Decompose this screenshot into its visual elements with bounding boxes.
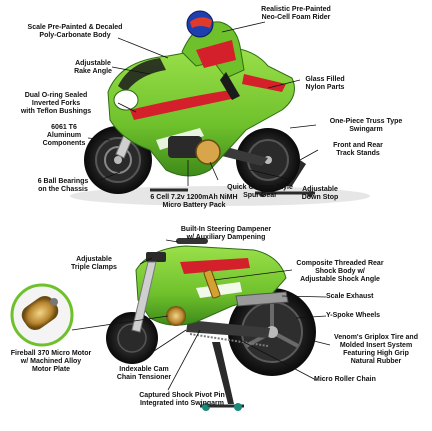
label-roller-chain: Micro Roller Chain (314, 376, 376, 383)
label-spur-gear: Quick Change Style Spur Gear (227, 184, 293, 199)
label-shock-pin: Captured Shock Pivot Pin Integrated into… (139, 392, 225, 407)
red-stripe (130, 90, 236, 120)
motor-inset (10, 283, 74, 347)
label-yspoke: Y-Spoke Wheels (326, 312, 381, 319)
label-forks: Dual O-ring Sealed Inverted Forks with T… (20, 92, 92, 115)
rear-shock (203, 269, 221, 299)
front-forks-bottom (131, 261, 157, 333)
swingarm-bottom (186, 320, 270, 338)
label-rear-shock: Composite Threaded Rear Shock Body w/ Ad… (296, 260, 384, 283)
label-down-stop: Adjustable Down Stop (301, 186, 339, 201)
motor-body (166, 306, 186, 326)
leader-lines (71, 21, 331, 391)
scale-exhaust (235, 291, 289, 307)
label-tires: Venom's Griplox Tire and Molded Insert S… (333, 334, 418, 365)
label-swingarm: One-Piece Truss Type Swingarm (329, 118, 403, 133)
label-battery: 6 Cell 7.2v 1200mAh NiMH Micro Battery P… (150, 194, 238, 209)
windscreen (118, 58, 166, 92)
label-steering-damper: Built-In Steering Dampener w/ Auxiliary … (180, 226, 272, 241)
top-motorcycle (70, 10, 370, 206)
label-rake: Adjustable Rake Angle (74, 60, 112, 75)
battery-pack (168, 136, 202, 158)
label-bearings: 6 Ball Bearings on the Chassis (37, 178, 89, 193)
rear-track-stand-bottom (200, 342, 244, 411)
red-stripe-bottom (180, 258, 250, 274)
label-track-stands: Front and Rear Track Stands (333, 142, 383, 157)
label-rider: Realistic Pre-Painted Neo-Cell Foam Ride… (261, 6, 331, 21)
steering-damper (176, 238, 208, 244)
foam-rider (181, 10, 245, 100)
triple-clamps (146, 252, 166, 262)
label-motor: Fireball 370 Micro Motor w/ Machined All… (10, 350, 92, 373)
label-aluminum: 6061 T6 Aluminum Components (42, 124, 86, 147)
label-triple-clamps: Adjustable Triple Clamps (71, 256, 117, 271)
roller-chain (189, 333, 269, 347)
bottom-motorcycle (106, 238, 316, 411)
front-wheel-bottom (106, 312, 158, 364)
rear-wheel (236, 128, 300, 192)
label-cam-tensioner: Indexable Cam Chain Tensioner (116, 366, 172, 381)
ground-shadow (70, 186, 370, 206)
label-scale-body: Scale Pre-Painted & Decaled Poly-Carbona… (27, 24, 123, 39)
label-glass-filled: Glass Filled Nylon Parts (305, 76, 345, 91)
label-exhaust: Scale Exhaust (326, 293, 374, 300)
rear-wheel-bottom (228, 288, 316, 376)
